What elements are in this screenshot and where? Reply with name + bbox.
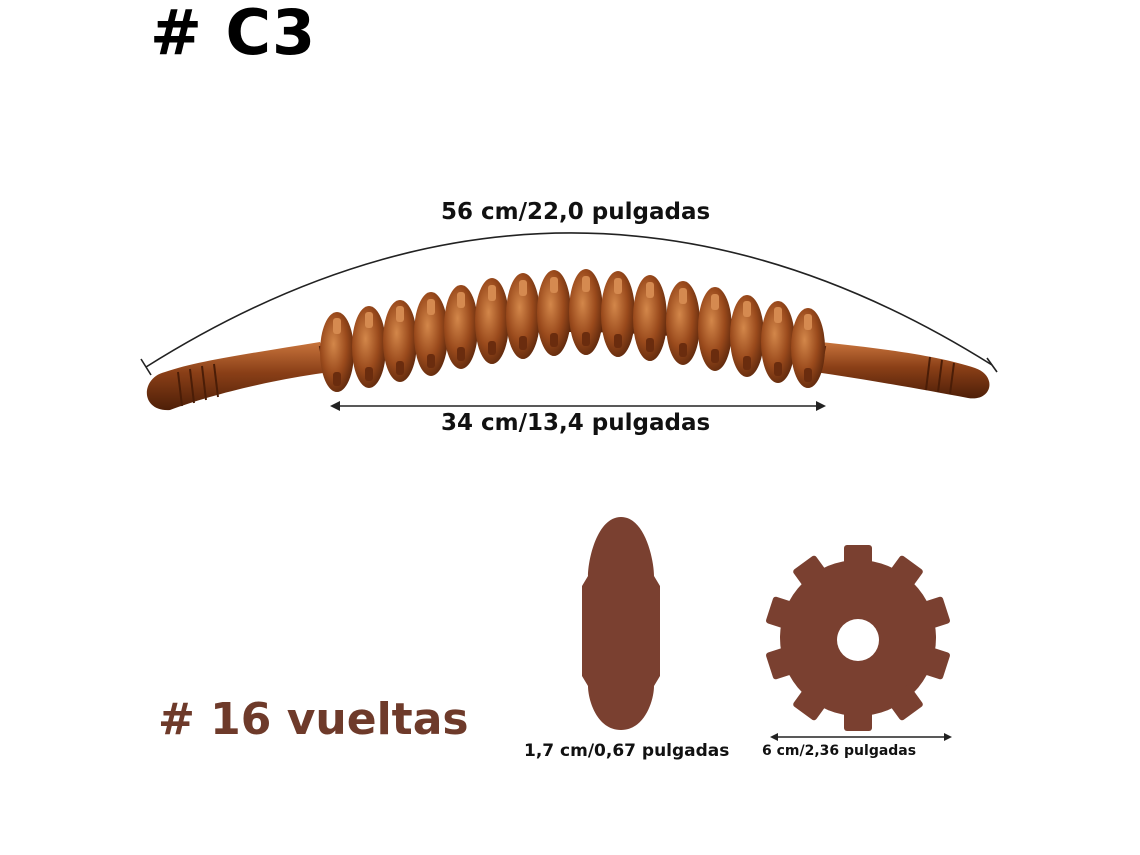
roller-wheel bbox=[537, 270, 571, 356]
wheel-diameter-label: 6 cm/2,36 pulgadas bbox=[762, 743, 917, 759]
wheel-diameter-arrow bbox=[770, 733, 952, 741]
right-handle bbox=[815, 342, 990, 399]
roller-wheel bbox=[383, 300, 417, 382]
total-length-arc bbox=[140, 232, 998, 376]
roller-wheel bbox=[633, 275, 667, 361]
total-length-label: 56 cm/22,0 pulgadas bbox=[441, 199, 711, 225]
roller-wheel bbox=[506, 273, 540, 359]
wheel-count-label: # 16 vueltas bbox=[158, 694, 469, 745]
roller-wheel bbox=[730, 295, 764, 377]
roller-wheel bbox=[666, 281, 700, 365]
model-code-title: # C3 bbox=[150, 0, 317, 69]
wheel-side-profile bbox=[582, 517, 660, 730]
roller-wheel bbox=[320, 312, 354, 392]
roller-wheel bbox=[601, 271, 635, 357]
wheel-thickness-label: 1,7 cm/0,67 pulgadas bbox=[524, 741, 730, 761]
massage-roller-image bbox=[146, 269, 990, 411]
roller-wheels bbox=[320, 269, 825, 392]
roller-wheel bbox=[569, 269, 603, 355]
roller-wheel bbox=[414, 292, 448, 376]
roller-length-arrow bbox=[330, 401, 826, 411]
roller-wheel bbox=[791, 308, 825, 388]
roller-wheel bbox=[352, 306, 386, 388]
roller-wheel bbox=[444, 285, 478, 369]
left-handle bbox=[146, 342, 330, 411]
gear-wheel-front bbox=[766, 545, 950, 731]
roller-length-label: 34 cm/13,4 pulgadas bbox=[441, 410, 711, 436]
roller-wheel bbox=[475, 278, 509, 364]
roller-wheel bbox=[698, 287, 732, 371]
roller-wheel bbox=[761, 301, 795, 383]
